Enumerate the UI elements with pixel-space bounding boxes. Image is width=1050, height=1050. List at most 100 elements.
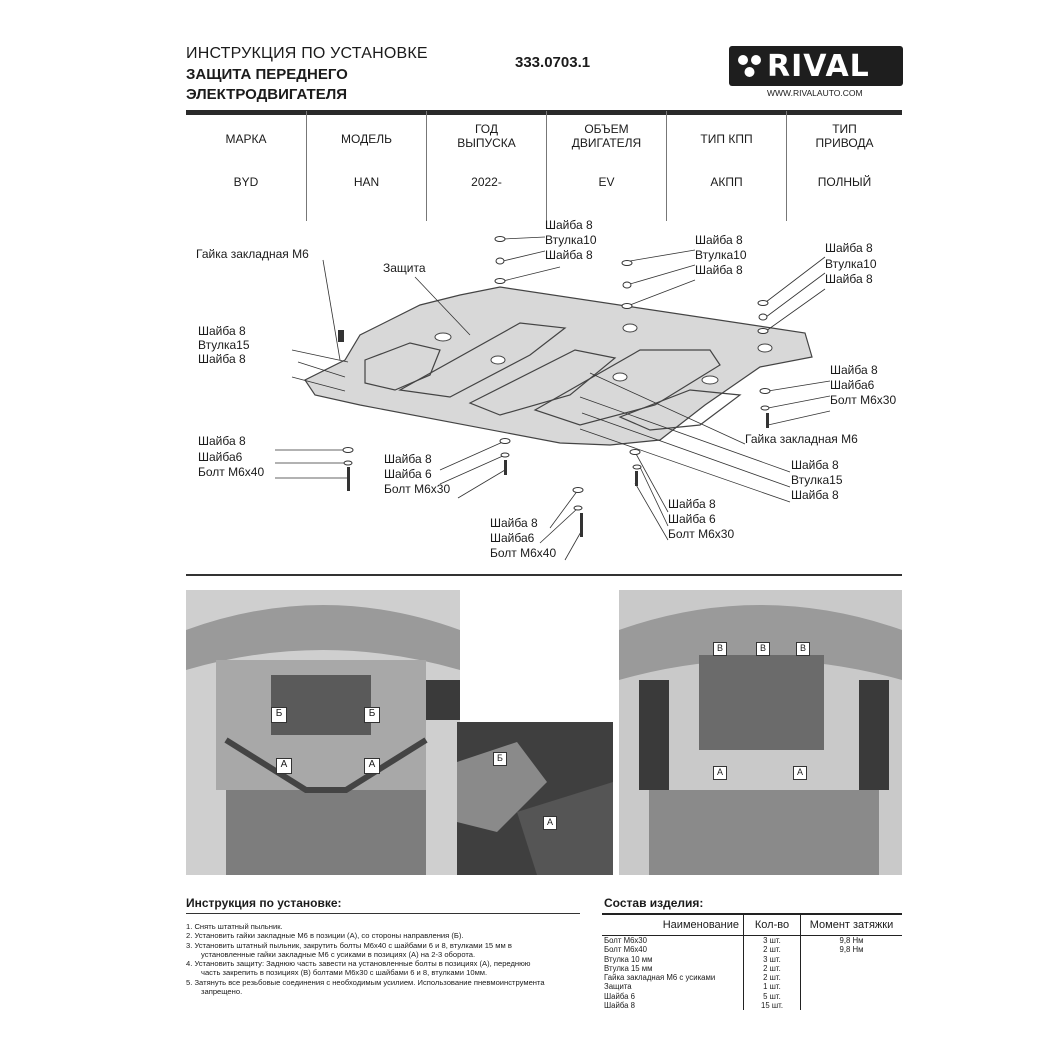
instructions-rule [186,913,580,914]
label-washer: Шайба 8 [545,218,593,232]
label-group-right-low2: Шайба 8 Шайба 6 Болт М6х30 [668,497,734,542]
label-group-center-low: Шайба 8 Шайба 6 Болт М6х30 [384,452,450,497]
value-drive: ПОЛНЫЙ [786,161,902,221]
label-bolt: Болт М6х30 [384,482,451,496]
label-group-top3: Шайба 8 Втулка10 Шайба 8 [825,241,877,288]
marker-b-2: Б [364,707,380,723]
label-bolt: Болт М6х30 [668,527,735,541]
composition-title: Состав изделия: [604,896,704,910]
marker-a-5: А [793,766,807,780]
label-washer-6: Шайба 6 [384,467,432,481]
value-make: BYD [233,175,259,189]
instruction-step: 3. Установить штатный пыльник, закрутить… [186,940,512,959]
header-gearbox: ТИП КПП [666,111,787,161]
label-washer: Шайба 8 [695,263,743,277]
cell-name: Защита [604,982,632,992]
marker-v-3: В [796,642,810,656]
value-gearbox: АКПП [666,161,787,221]
logo-text: RIVAL [767,49,870,84]
rival-logo: RIVAL [729,46,903,86]
instruction-step: 1. Снять штатный пыльник. [186,922,283,931]
label-group-bottom-center: Шайба 8 Шайба6 Болт М6х40 [490,516,556,561]
marker-v-2: В [756,642,770,656]
marker-v-1: В [713,642,727,656]
cell-name: Втулка 15 мм [604,963,653,973]
label-washer: Шайба 8 [545,248,593,262]
label-bushing: Втулка15 [791,473,843,487]
marker-a-2: А [364,758,380,774]
cell-name: Шайба 8 [604,1001,635,1011]
marker-b-1: Б [271,707,287,723]
part-number: 333.0703.1 [515,54,591,71]
composition-table: Наименование Кол-во Момент затяжки Болт … [602,913,903,1011]
website-link[interactable]: WWW.RIVALAUTO.COM [767,88,863,98]
label-bolt: Болт М6х40 [198,465,265,479]
cell-qty: 2 шт. [743,973,801,983]
header-engine: ОБЪЕМ ДВИГАТЕЛЯ [546,111,667,161]
underbody-photo-right [619,605,902,875]
photo-underside-without-guard: Б Б А А [186,590,460,875]
label-nut-left: Гайка закладная М6 [196,247,309,261]
label-bolt: Болт М6х30 [830,393,897,407]
cell-qty: 3 шт. [743,935,801,946]
marker-a-3: А [543,816,557,830]
col-name: Наименование [602,913,744,936]
header-model: МОДЕЛЬ [306,111,427,161]
instructions-list: 1. Снять штатный пыльник. 2. Установить … [186,922,546,996]
label-washer: Шайба 8 [825,272,873,286]
cell-name: Болт М6х30 [604,936,647,945]
label-group-right-mid: Шайба 8 Шайба6 Болт М6х30 [830,363,896,408]
label-bolt: Болт М6х40 [490,546,557,560]
label-bushing: Втулка10 [825,256,877,271]
label-bushing: Втулка10 [545,233,597,247]
label-group-right-low1: Шайба 8 Втулка15 Шайба 8 [791,458,843,503]
label-washer: Шайба 8 [490,516,538,530]
value-engine: EV [546,161,667,221]
vehicle-spec-table: МАРКА МОДЕЛЬ ГОД ВЫПУСКА ОБЪЕМ ДВИГАТЕЛЯ… [186,111,902,221]
marker-b-3: Б [493,752,507,766]
table-row: Втулка 15 мм 2 шт. [602,963,902,974]
cell-qty: 5 шт. [743,991,801,1002]
label-washer: Шайба 8 [825,241,873,255]
cell-torque [801,973,903,982]
marker-a-4: А [713,766,727,780]
label-washer: Шайба 8 [384,452,432,466]
underbody-photo-left [186,605,460,875]
cell-torque [801,1001,903,1010]
cell-name: Гайка закладная М6 с усиками [604,973,716,983]
label-group-left-low: Шайба 8 Шайба6 Болт М6х40 [198,434,264,481]
label-washer: Шайба 8 [198,324,246,338]
cell-qty: 2 шт. [743,963,801,974]
section-divider [186,574,902,576]
instruction-step: 2. Установить гайки закладные М6 в позиц… [186,931,464,941]
title-line-1: ИНСТРУКЦИЯ ПО УСТАНОВКЕ [186,45,428,62]
label-washer-6: Шайба6 [198,449,243,464]
label-washer-6: Шайба6 [830,378,875,392]
nut-closeup-image [457,742,613,875]
label-washer-6: Шайба 6 [668,512,716,526]
cell-name: Втулка 10 мм [604,954,653,964]
label-group-left-mid: Шайба 8 Втулка15 Шайба 8 [198,324,250,366]
table-row: Защита 1 шт. [602,982,903,992]
instructions-title: Инструкция по установке: [186,896,342,910]
cell-torque: 9,8 Нм [839,945,864,955]
label-washer: Шайба 8 [198,352,246,366]
col-torque: Момент затяжки [800,913,902,936]
cell-name: Шайба 6 [604,991,635,1001]
cell-torque [801,982,903,991]
label-bushing: Втулка15 [198,338,250,352]
cell-qty: 3 шт. [743,954,801,964]
label-bushing: Втулка10 [695,248,747,262]
photo-underside-with-guard: В В В А А [619,590,902,875]
cell-qty: 1 шт. [743,982,801,992]
table-row: Гайка закладная М6 с усиками 2 шт. [602,973,903,983]
cell-torque: 9,8 Нм [839,936,864,945]
label-group-top2: Шайба 8 Втулка10 Шайба 8 [695,233,747,278]
cell-name: Болт М6х40 [604,945,647,955]
table-row: Втулка 10 мм 3 шт. [602,954,902,964]
cell-torque [801,992,903,1001]
title-line-3: ЭЛЕКТРОДВИГАТЕЛЯ [186,86,348,103]
header-make: МАРКА [225,132,267,146]
